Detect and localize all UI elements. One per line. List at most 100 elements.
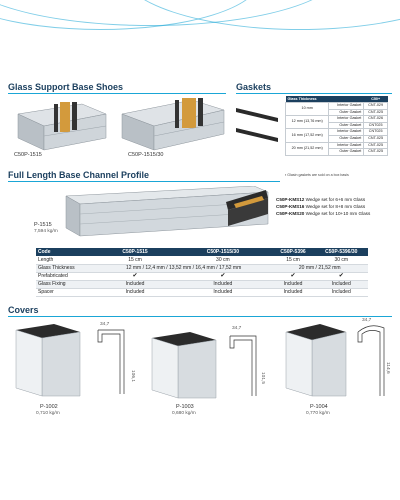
gasket-code: CNT025: [363, 128, 388, 136]
divider: [8, 181, 280, 182]
wedge-text: Wedge set for 10+10 mm Glass: [304, 211, 371, 216]
check-icon: ✔: [271, 272, 315, 281]
gasket-type: Outer Gasket: [328, 108, 365, 117]
wedge-item: C50P-KMS16 Wedge set for 8+8 mm Glass: [276, 203, 370, 210]
wedge-set-image: [226, 190, 268, 226]
dimension-side: 106,1: [130, 370, 135, 383]
wedge-list: C50P-KMS12 Wedge set for 6+6 mm Glass C5…: [276, 196, 370, 217]
divider: [8, 93, 226, 94]
gasket-type: Outer Gasket: [328, 121, 365, 130]
gasket-code: CNT-029: [363, 102, 388, 110]
spec-cell: 12 mm / 12,4 mm / 13,52 mm / 16,4 mm / 1…: [95, 264, 272, 273]
check-icon: ✔: [95, 272, 175, 281]
wedge-item: C50P-KMS12 Wedge set for 6+6 mm Glass: [276, 196, 370, 203]
spec-cell: Included: [174, 288, 272, 297]
section-title-covers: Covers: [8, 305, 39, 315]
spec-header: C50P-5396/30: [314, 248, 368, 256]
gasket-table: Glass Thickness C50+ 10 mm Interior Gask…: [284, 96, 388, 156]
gasket-type: Interior Gasket: [328, 102, 365, 110]
gasket-type: Interior Gasket: [328, 141, 365, 150]
gasket-code: CNT-025: [363, 141, 388, 150]
spec-row-length: Length 15 cm 30 cm 15 cm 30 cm: [36, 256, 368, 265]
spec-header: C50P-1515: [95, 248, 175, 256]
check-icon: ✔: [314, 272, 368, 281]
spec-cell: Included: [174, 280, 272, 289]
spec-cell: 20 mm / 21,52 mm: [271, 264, 368, 273]
cover-weight: 0,770 kg/m: [306, 411, 330, 416]
spec-header: C50P-1515/30: [174, 248, 272, 256]
spec-cell: Prefabricated: [36, 272, 96, 281]
dimension-top: 34,7: [362, 318, 372, 323]
spec-row-glass-thickness: Glass Thickness 12 mm / 12,4 mm / 13,52 …: [36, 264, 368, 273]
wedge-code: C50P-KMS12: [276, 197, 305, 202]
cover-p1003-image: [151, 332, 217, 399]
cover-p1004-image: [285, 324, 347, 397]
gasket-thickness: 20 mm (21,52 mm): [284, 141, 330, 156]
gasket-thickness: 10 mm: [284, 101, 330, 117]
dimension-top: 34,7: [100, 322, 110, 327]
spec-row-glass-fixing: Glass Fixing Included Included Included …: [36, 280, 368, 289]
gasket-code: CNT-025: [363, 148, 388, 156]
gasket-type: Interior Gasket: [328, 115, 365, 123]
spec-cell: Included: [95, 288, 175, 297]
divider: [236, 93, 392, 94]
spec-cell: Included: [314, 288, 368, 297]
spec-header: C50P-5396: [271, 248, 315, 256]
wedge-code: C50P-KMS16: [276, 204, 305, 209]
wedge-text: Wedge set for 6+6 mm Glass: [304, 197, 366, 202]
base-shoe-image: [17, 102, 107, 151]
channel-profile-image: [65, 186, 269, 237]
spec-cell: Included: [314, 280, 368, 289]
spec-cell: Included: [271, 280, 315, 289]
channel-code: P-1515: [34, 222, 52, 228]
gasket-type: Interior Gasket: [328, 128, 365, 136]
base-shoe-30-image: [121, 98, 225, 151]
wedge-code: C50P-KMS20: [276, 211, 305, 216]
gasket-type: Outer Gasket: [328, 148, 365, 156]
spec-cell: Included: [95, 280, 175, 289]
section-title-base-shoes: Glass Support Base Shoes: [8, 82, 124, 92]
base-shoe-code: C50P-1515: [14, 152, 42, 158]
cover-p1003-section-drawing: [229, 335, 257, 396]
channel-weight: 7,594 kg/m: [34, 229, 58, 234]
cover-p1002-section-drawing: [97, 329, 125, 394]
cover-weight: 0,680 kg/m: [172, 411, 196, 416]
gasket-thickness: 12 mm (13,76 mm): [284, 115, 330, 130]
gasket-header-thickness: Glass Thickness: [285, 96, 329, 103]
section-title-gaskets: Gaskets: [236, 82, 272, 92]
spec-cell: Length: [36, 256, 96, 265]
gasket-header-type: [328, 96, 364, 103]
cover-p1004-section-drawing: [357, 325, 385, 396]
gasket-note: ▪ Glasin gaskets are sold on a box basis: [285, 173, 349, 177]
divider: [8, 316, 392, 317]
cover-code: P-1002: [40, 404, 58, 410]
gasket-code: CNT-025: [363, 108, 388, 117]
gasket-type: Outer Gasket: [328, 134, 365, 143]
header-decoration: [0, 0, 400, 42]
cover-code: P-1003: [176, 404, 194, 410]
cover-code: P-1004: [310, 404, 328, 410]
dimension-side: 114,6: [385, 362, 390, 374]
spec-cell: 30 cm: [174, 256, 272, 265]
spec-row-spacer: Spacer Included Included Included Includ…: [36, 288, 368, 297]
spec-cell: Glass Thickness: [36, 264, 96, 273]
gasket-header-c50: C50+: [363, 96, 388, 103]
gasket-code: CNT-025: [363, 134, 388, 143]
wedge-item: C50P-KMS20 Wedge set for 10+10 mm Glass: [276, 210, 370, 217]
cover-p1002-image: [15, 324, 81, 397]
cover-weight: 0,710 kg/m: [36, 411, 60, 416]
spec-cell: Spacer: [36, 288, 96, 297]
gasket-code: CNT025: [363, 121, 388, 130]
check-icon: ✔: [174, 272, 272, 281]
spec-cell: Included: [271, 288, 315, 297]
base-shoe-30-code: C50P-1515/30: [128, 152, 164, 158]
spec-cell: Glass Fixing: [36, 280, 96, 289]
gasket-code: CNT-026: [363, 115, 388, 123]
wedge-text: Wedge set for 8+8 mm Glass: [304, 204, 366, 209]
dimension-top: 34,7: [232, 326, 242, 331]
spec-table: Code C50P-1515 C50P-1515/30 C50P-5396 C5…: [36, 248, 368, 297]
gasket-image: [236, 108, 278, 142]
spec-cell: 30 cm: [314, 256, 368, 265]
spec-cell: 15 cm: [95, 256, 175, 265]
spec-cell: 15 cm: [271, 256, 315, 265]
